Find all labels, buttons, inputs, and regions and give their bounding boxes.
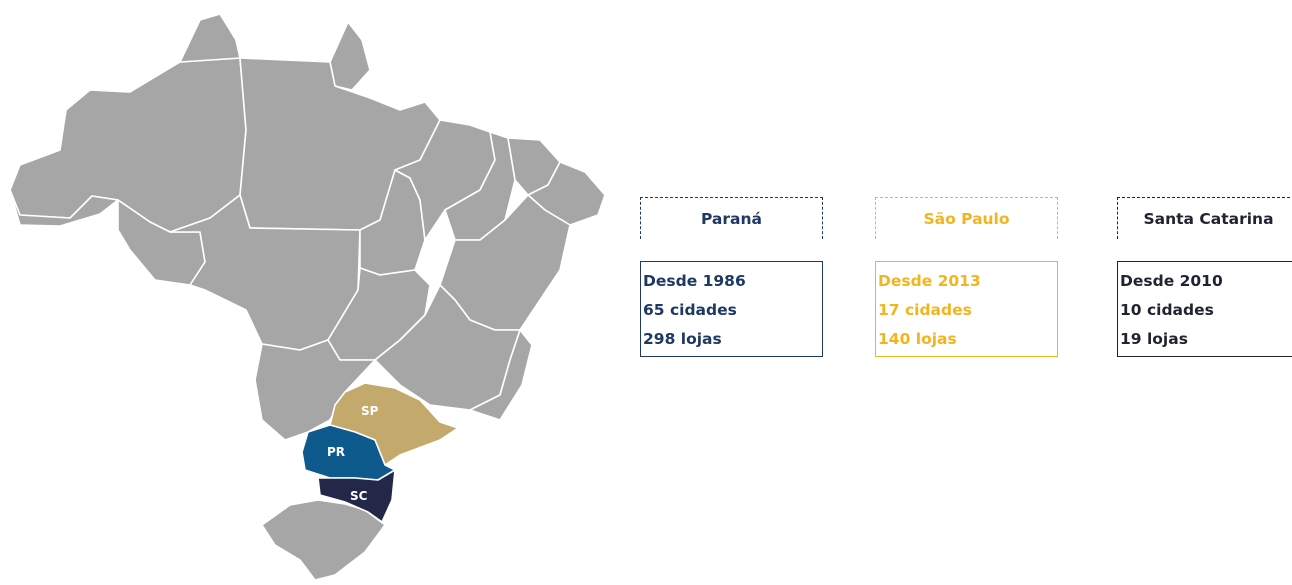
card-state-name: Paraná [700,210,762,228]
pr-map-label: PR [327,445,345,459]
card-since: Desde 2013 [878,272,981,290]
card-since: Desde 2010 [1120,272,1223,290]
card-header: Santa Catarina [1117,197,1292,239]
card-state-name: Santa Catarina [1143,210,1274,228]
card-state-name: São Paulo [923,210,1010,228]
card-header: Paraná [640,197,823,239]
sp-map-label: SP [361,404,379,418]
card-stores: 140 lojas [878,330,957,348]
state-amazonas [9,57,247,233]
state-roraima [179,13,241,63]
sc-map-label: SC [350,489,368,503]
card-stores: 19 lojas [1120,330,1188,348]
card-body: Desde 2010 10 cidades 19 lojas [1117,261,1292,357]
card-since: Desde 1986 [643,272,746,290]
brazil-map: SP PR SC [9,13,606,581]
state-espirito-santo-rj [469,329,533,421]
state-santa-catarina [317,469,396,523]
card-stores: 298 lojas [643,330,722,348]
card-body: Desde 1986 65 cidades 298 lojas [640,261,823,357]
card-cities: 17 cidades [878,301,972,319]
card-header: São Paulo [875,197,1058,239]
state-amapa [329,21,371,91]
card-cities: 10 cidades [1120,301,1214,319]
card-cities: 65 cidades [643,301,737,319]
card-body: Desde 2013 17 cidades 140 lojas [875,261,1058,357]
